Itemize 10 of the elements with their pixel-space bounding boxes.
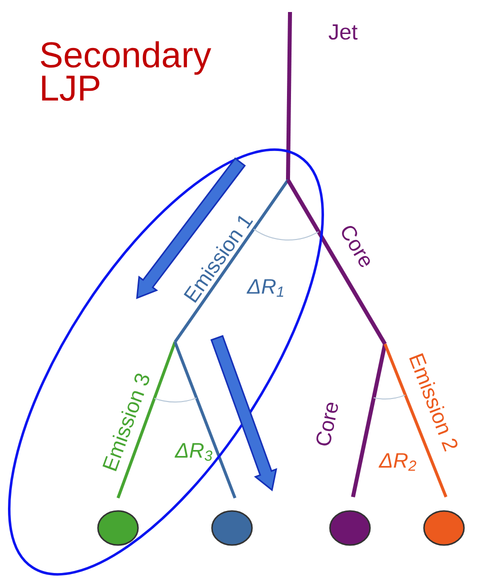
angle-label: ΔR$_{1}$ [246, 279, 284, 297]
heading: Secondary LJP [40, 41, 212, 101]
branch-label: Jet [328, 24, 358, 40]
branch-label: Core [316, 402, 338, 446]
angle-label: ΔR$_{3}$ [174, 443, 212, 461]
particle-circle [329, 510, 371, 546]
particle-circle [211, 510, 253, 546]
angle-label: ΔR$_{2}$ [378, 453, 416, 471]
particle-circle [423, 510, 465, 546]
particle-circle [97, 510, 139, 546]
